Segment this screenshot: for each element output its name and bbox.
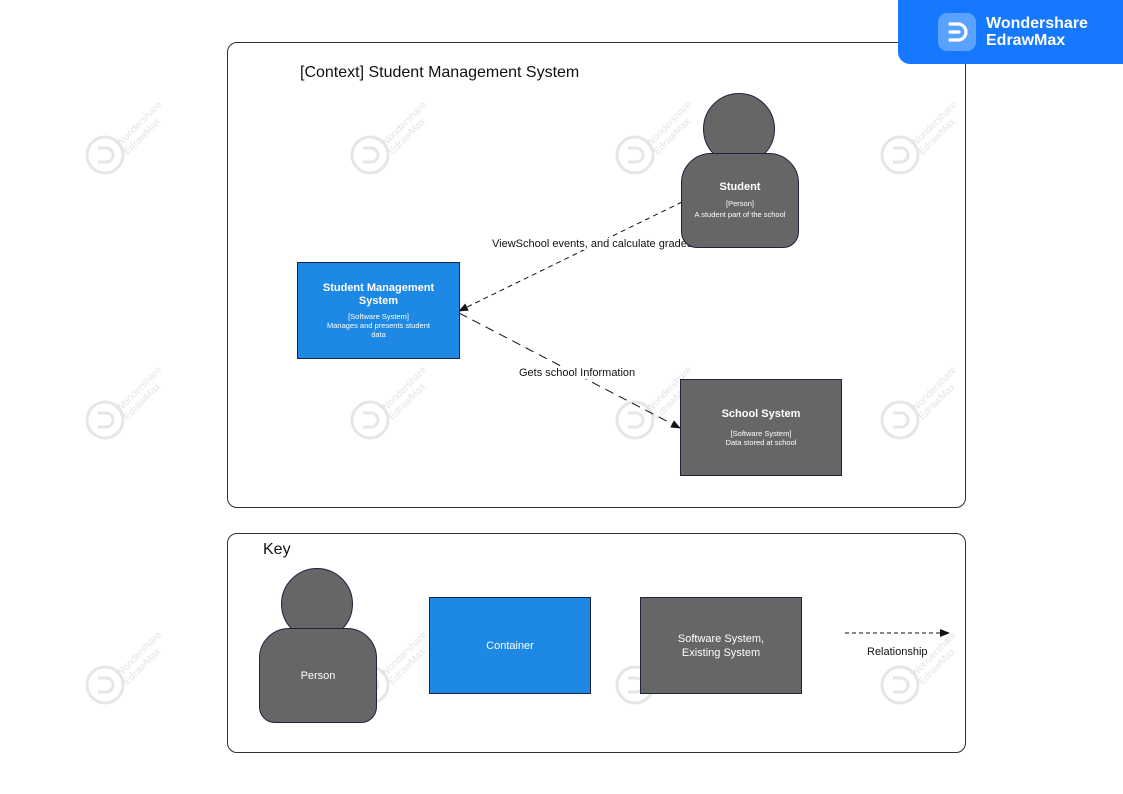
context-title: [Context] Student Management System <box>300 64 580 81</box>
key-person[interactable]: Person <box>259 568 377 723</box>
key-relationship-label: Relationship <box>866 646 929 658</box>
sms-system-box[interactable]: Student Management System [Software Syst… <box>297 262 460 359</box>
brand-badge[interactable]: Wondershare EdrawMax <box>898 0 1123 64</box>
key-title: Key <box>263 541 291 558</box>
school-system-box[interactable]: School System [Software System] Data sto… <box>680 379 842 476</box>
key-person-label: Person <box>300 669 336 682</box>
student-body: Student [Person] A student part of the s… <box>681 153 799 248</box>
student-type: [Person] <box>726 199 754 208</box>
edge-label-view-events: ViewSchool events, and calculate grades <box>491 238 694 250</box>
key-person-body: Person <box>259 628 377 723</box>
student-desc: A student part of the school <box>694 210 786 219</box>
edrawmax-logo-icon <box>938 13 976 51</box>
edge-student-to-sms[interactable] <box>458 201 683 312</box>
school-desc: Data stored at school <box>725 438 797 447</box>
key-container-box[interactable]: Container <box>429 597 591 694</box>
student-name: Student <box>719 181 761 193</box>
school-type: [Software System] <box>730 429 792 438</box>
key-existing-system-label: Software System, Existing System <box>677 632 765 659</box>
brand-line2: EdrawMax <box>986 32 1066 49</box>
brand-line1: Wondershare <box>986 15 1088 32</box>
key-existing-system-box[interactable]: Software System, Existing System <box>640 597 802 694</box>
sms-type: [Software System] <box>348 312 409 321</box>
context-boundary <box>227 42 966 508</box>
student-person[interactable]: Student [Person] A student part of the s… <box>681 93 799 248</box>
school-name: School System <box>721 408 801 420</box>
brand-name: Wondershare EdrawMax <box>986 15 1088 49</box>
sms-name: Student Management System <box>322 282 435 307</box>
key-boundary <box>227 533 966 753</box>
edge-label-gets-info: Gets school Information <box>518 367 637 379</box>
key-container-label: Container <box>486 639 534 652</box>
sms-desc: Manages and presents student data <box>327 321 430 339</box>
